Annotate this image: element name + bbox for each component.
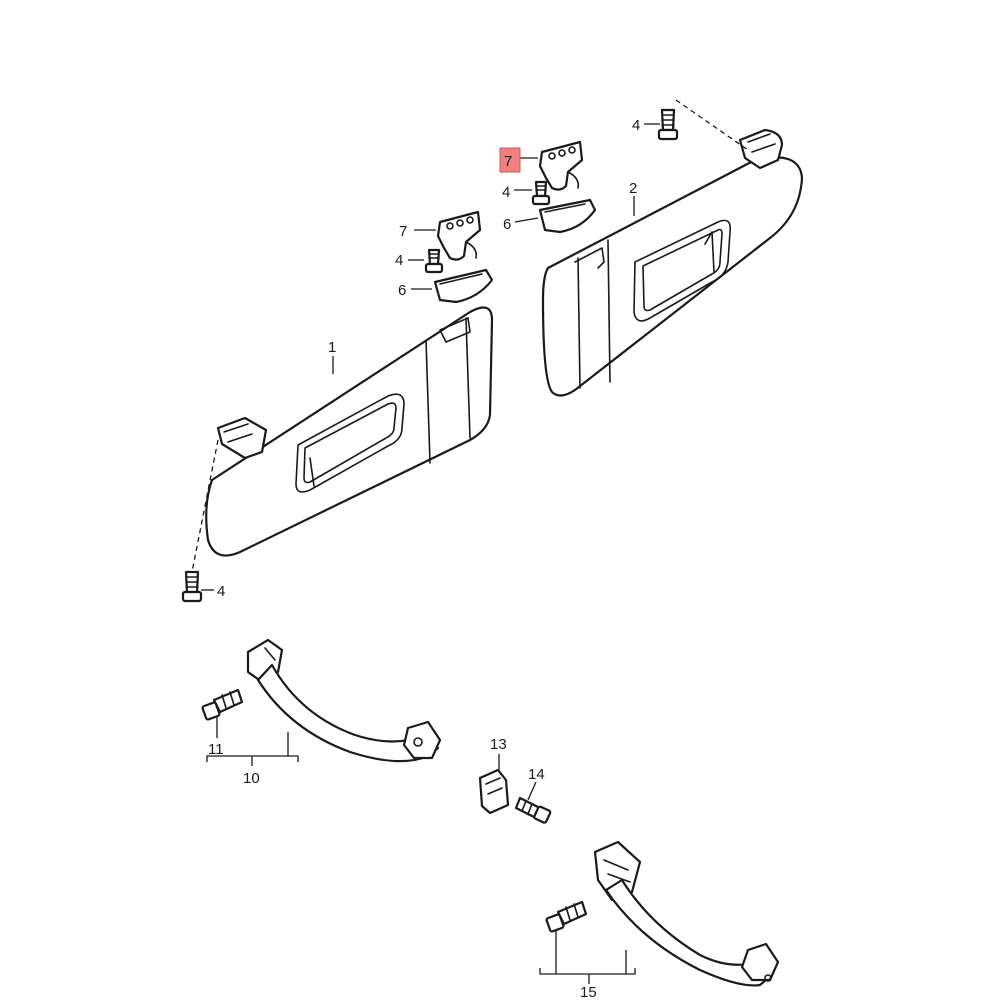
callout-4-lower-clip[interactable]: 4 [395,252,403,269]
leader-lines [201,123,660,984]
callout-6-upper[interactable]: 6 [503,216,511,233]
screw-top-right [657,108,679,141]
clip-cover-lower [433,268,494,304]
highlight-marker [499,147,521,173]
right-sun-visor [541,128,804,397]
callout-2[interactable]: 2 [629,180,637,197]
clip-cover-upper [538,198,597,234]
screw-handle-upper [201,688,244,721]
callout-7-upper[interactable]: 7 [504,153,512,170]
visor-clip-lower [436,210,482,261]
callout-13[interactable]: 13 [490,736,507,753]
assembly-line-right [675,99,749,151]
callout-10[interactable]: 10 [243,770,260,787]
callout-1[interactable]: 1 [328,339,336,356]
callout-4-top-right[interactable]: 4 [632,117,640,134]
callout-11[interactable]: 11 [208,741,224,758]
callout-14[interactable]: 14 [528,766,545,783]
visor-clip-upper [538,140,584,191]
grab-handle-lower [593,840,780,987]
retaining-clip [478,768,510,815]
screw-handle-lower [545,900,588,933]
left-sun-visor [205,306,494,557]
screw-clip [514,796,552,824]
grab-handle-upper [246,638,442,763]
callout-7-lower[interactable]: 7 [399,223,407,240]
screw-lower-clip [424,248,444,274]
callout-4-bottom-left[interactable]: 4 [217,583,225,600]
screw-bottom-left [181,570,203,603]
screw-upper-clip [531,180,551,206]
callout-6-lower[interactable]: 6 [398,282,406,299]
assembly-line-left [191,439,219,573]
callout-15[interactable]: 15 [580,984,597,1000]
callout-4-upper-clip[interactable]: 4 [502,184,510,201]
